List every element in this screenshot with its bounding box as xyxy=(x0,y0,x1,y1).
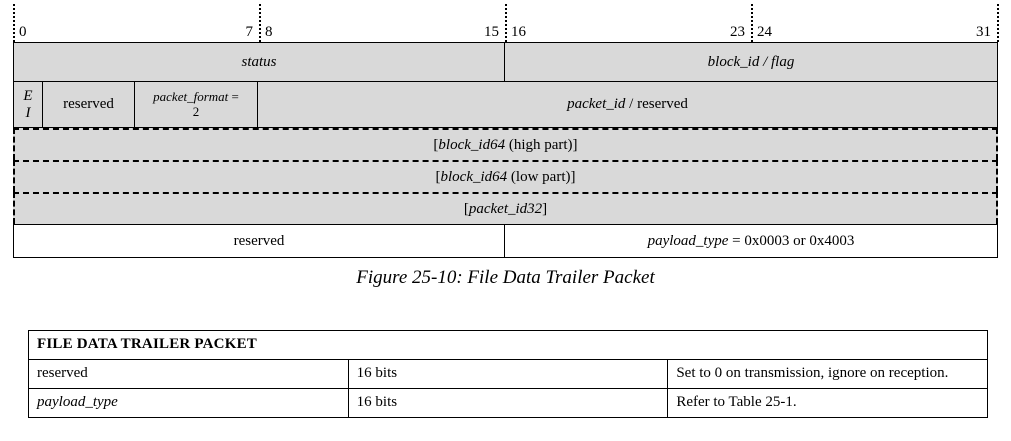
field-size-reserved: 16 bits xyxy=(347,359,669,389)
table-header-row: FILE DATA TRAILER PACKET xyxy=(28,330,988,360)
bit-label-0: 0 xyxy=(19,24,27,40)
field-name-payload-type: payload_type xyxy=(28,388,349,418)
table-row: reserved 16 bits Set to 0 on transmissio… xyxy=(28,359,988,389)
field-description-reserved: Set to 0 on transmission, ignore on rece… xyxy=(667,359,988,389)
field-block-id64-low: [block_id64 (low part)] xyxy=(13,160,998,192)
bit-label-15: 15 xyxy=(484,24,499,40)
field-packet-id32: [packet_id32] xyxy=(13,192,998,224)
ruler-tick xyxy=(259,4,261,42)
packet-row-packetid32: [packet_id32] xyxy=(13,192,998,224)
field-description-payload-type: Refer to Table 25-1. xyxy=(667,388,988,418)
ruler-tick xyxy=(505,4,507,42)
field-block-id-flag: block_id / flag xyxy=(505,42,998,82)
field-ei: E I xyxy=(13,82,43,128)
field-packet-id-text: packet_id / reserved xyxy=(567,96,688,113)
bit-label-7: 7 xyxy=(245,24,254,40)
field-payload-type-text: payload_type = 0x0003 or 0x4003 xyxy=(647,232,855,249)
file-data-trailer-packet-table: FILE DATA TRAILER PACKET reserved 16 bit… xyxy=(28,330,988,418)
field-payload-type: payload_type = 0x0003 or 0x4003 xyxy=(505,224,998,258)
packet-row-ei-reserved-format-id: E I reserved packet_format = 2 packet_id… xyxy=(13,82,998,128)
bit-label-24: 24 xyxy=(757,24,772,40)
field-reserved-8bit: reserved xyxy=(43,82,135,128)
field-block-id64-low-text: [block_id64 (low part)] xyxy=(435,168,576,185)
field-block-id64-high: [block_id64 (high part)] xyxy=(13,128,998,160)
ruler-tick xyxy=(997,4,999,42)
field-packet-format-line2: 2 xyxy=(192,103,200,119)
figure-caption: Figure 25-10: File Data Trailer Packet xyxy=(356,267,655,288)
packet-row-blockid64-low: [block_id64 (low part)] xyxy=(13,160,998,192)
bit-label-8: 8 xyxy=(265,24,273,40)
bit-position-ruler: 0 7 8 15 16 23 24 31 xyxy=(13,4,999,42)
field-name-reserved: reserved xyxy=(28,359,349,389)
bit-label-23: 23 xyxy=(730,24,745,40)
ruler-tick xyxy=(13,4,15,42)
table-row: payload_type 16 bits Refer to Table 25-1… xyxy=(28,388,988,418)
field-size-payload-type: 16 bits xyxy=(347,388,669,418)
bit-label-31: 31 xyxy=(976,24,991,40)
ruler-tick xyxy=(751,4,753,42)
field-ei-line1: E xyxy=(23,87,33,104)
table-title: FILE DATA TRAILER PACKET xyxy=(28,330,988,360)
field-status: status xyxy=(13,42,505,82)
field-block-id64-high-text: [block_id64 (high part)] xyxy=(433,136,578,153)
bit-label-16: 16 xyxy=(511,24,526,40)
field-packet-format: packet_format = 2 xyxy=(135,82,258,128)
field-reserved-16bit: reserved xyxy=(13,224,505,258)
packet-row-blockid64-high: [block_id64 (high part)] xyxy=(13,128,998,160)
file-data-trailer-packet-layout: status block_id / flag E I reserved pack… xyxy=(13,42,998,258)
field-packet-id-reserved: packet_id / reserved xyxy=(258,82,998,128)
field-ei-line2: I xyxy=(25,104,31,121)
field-packet-id32-text: [packet_id32] xyxy=(463,200,548,217)
field-packet-format-line1: packet_format = xyxy=(153,88,239,104)
packet-row-status-blockid: status block_id / flag xyxy=(13,42,998,82)
packet-row-reserved-payloadtype: reserved payload_type = 0x0003 or 0x4003 xyxy=(13,224,998,258)
